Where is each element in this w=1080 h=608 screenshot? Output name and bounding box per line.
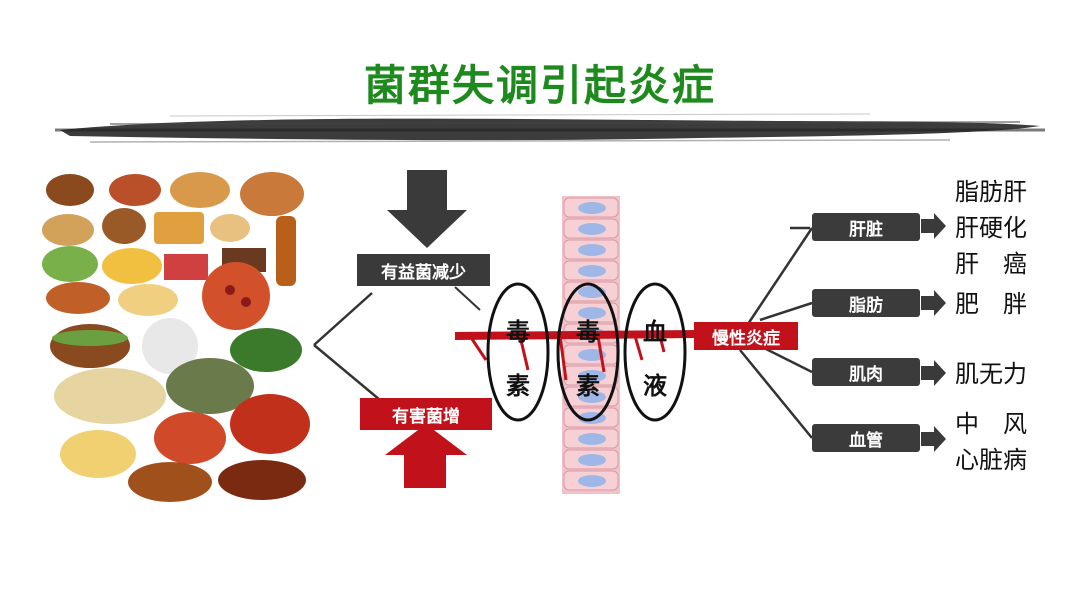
oval-2-top: 毒 — [576, 318, 600, 346]
chronic-inflammation-label: 慢性炎症 — [694, 322, 798, 350]
cell-nucleus — [578, 265, 606, 277]
disease-fatty-liver: 脂肪肝 — [955, 178, 1027, 206]
toxin-oval-2 — [556, 282, 620, 422]
blood-line — [454, 330, 701, 340]
organ-muscle: 肌肉 — [812, 358, 920, 386]
cell-nucleus — [578, 370, 606, 382]
page-title: 菌群失调引起炎症 — [363, 61, 716, 110]
brush-stroke-divider — [55, 113, 1045, 143]
cell-nucleus — [578, 307, 606, 319]
right-arrow-icon — [921, 213, 946, 452]
organ-fat: 脂肪 — [812, 289, 920, 317]
blood-oval — [623, 282, 687, 422]
oval-3-top: 血 — [643, 318, 667, 346]
organ-blood-vessel: 血管 — [812, 424, 920, 452]
cell-nucleus — [578, 349, 606, 361]
cell-nucleus — [578, 202, 606, 214]
cell-nucleus — [578, 391, 606, 403]
disease-stroke: 中 风 — [955, 410, 1027, 438]
disease-obesity: 肥 胖 — [955, 290, 1027, 318]
organ-fan-lines — [738, 227, 814, 439]
disease-muscle-weakness: 肌无力 — [955, 360, 1027, 388]
beneficial-decrease-label: 有益菌减少 — [357, 254, 490, 286]
cell-nucleus — [578, 433, 606, 445]
disease-cirrhosis: 肝硬化 — [955, 214, 1027, 242]
cell-nucleus — [578, 244, 606, 256]
cell-nucleus — [578, 223, 606, 235]
oval-1-top: 毒 — [506, 318, 530, 346]
food-collage-image — [40, 168, 312, 504]
oval-2-bottom: 素 — [576, 372, 600, 400]
cell-nucleus — [578, 475, 606, 487]
cell-nucleus — [578, 454, 606, 466]
organ-liver: 肝脏 — [812, 213, 920, 241]
oval-3-bottom: 液 — [643, 372, 667, 400]
harmful-increase-label: 有害菌增 — [360, 398, 492, 430]
disease-liver-cancer: 肝 癌 — [955, 250, 1027, 278]
food-bracket-line — [313, 292, 381, 401]
intestinal-cells-image — [562, 196, 620, 494]
up-arrow-icon — [385, 424, 467, 488]
toxin-oval-1 — [486, 282, 550, 422]
oval-1-bottom: 素 — [506, 372, 530, 400]
disease-heart-disease: 心脏病 — [955, 446, 1027, 474]
down-arrow-icon — [387, 170, 467, 248]
